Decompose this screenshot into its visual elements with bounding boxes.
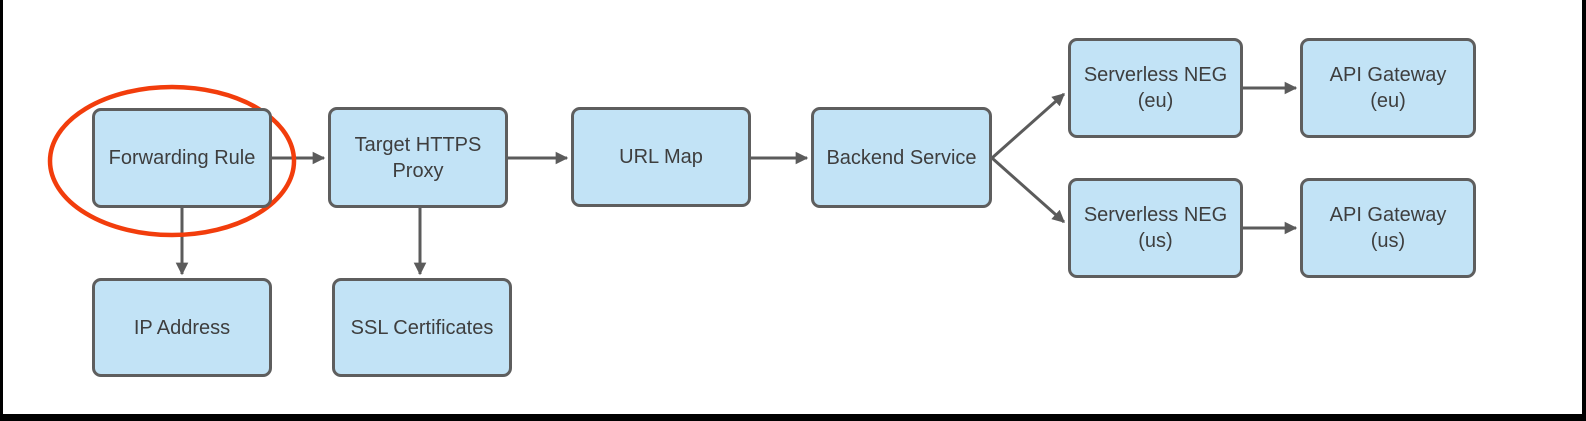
node-url-map: URL Map: [571, 107, 751, 207]
node-label: Backend Service: [826, 146, 977, 169]
node-label: IP Address: [133, 316, 231, 339]
node-label: Proxy: [392, 159, 444, 182]
edge-backend-service-to-serverless-neg-us: [991, 156, 1065, 224]
node-label: URL Map: [619, 146, 703, 168]
node-label: Forwarding Rule: [108, 147, 256, 169]
node-forwarding-rule: Forwarding Rule: [92, 108, 272, 208]
node-label: API Gateway: [1329, 64, 1447, 86]
window-edge-right: [1582, 0, 1586, 421]
node-ssl-certificates: SSL Certificates: [332, 278, 512, 377]
highlight-ellipse: [47, 84, 297, 238]
node-ip-address: IP Address: [92, 278, 272, 377]
node-label: (us): [1138, 230, 1173, 252]
window-edge-left: [0, 0, 3, 421]
node-label: API Gateway: [1329, 204, 1447, 226]
node-label: (us): [1370, 230, 1406, 252]
node-label: (eu): [1137, 90, 1174, 112]
node-backend-service: Backend Service: [811, 107, 992, 208]
window-edge-bottom: [0, 414, 1586, 421]
node-serverless-neg-eu: Serverless NEG (eu): [1068, 38, 1243, 138]
edge-backend-service-to-serverless-neg-eu: [991, 92, 1065, 160]
node-api-gateway-eu: API Gateway (eu): [1300, 38, 1476, 138]
node-serverless-neg-us: Serverless NEG (us): [1068, 178, 1243, 278]
node-label: Target HTTPS: [354, 133, 482, 156]
node-api-gateway-us: API Gateway (us): [1300, 178, 1476, 278]
node-label: SSL Certificates: [350, 316, 494, 339]
node-target-https-proxy: Target HTTPS Proxy: [328, 107, 508, 208]
node-label: Serverless NEG: [1083, 64, 1228, 86]
node-label: (eu): [1370, 90, 1406, 112]
node-label: Serverless NEG: [1083, 204, 1228, 226]
